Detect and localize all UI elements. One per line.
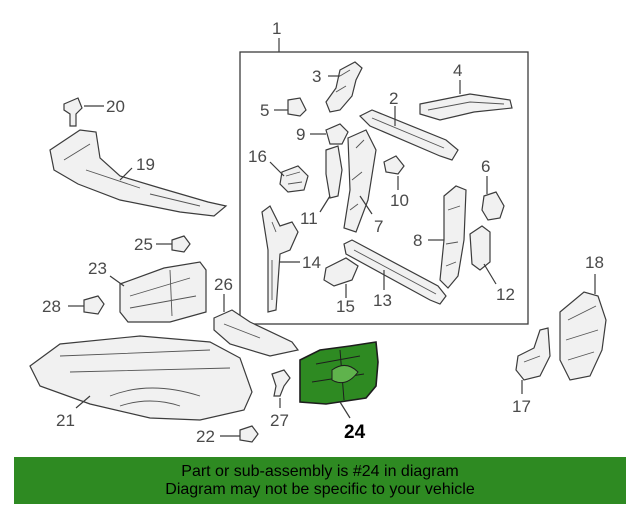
- part-20[interactable]: [63, 97, 83, 127]
- part-23[interactable]: [119, 261, 207, 323]
- part-26[interactable]: [213, 309, 300, 357]
- part-2[interactable]: [358, 109, 459, 161]
- leader-19: [119, 167, 133, 181]
- leader-16: [269, 161, 285, 177]
- callout-17[interactable]: 17: [512, 397, 531, 416]
- leader-21: [75, 395, 91, 409]
- callout-4[interactable]: 4: [453, 61, 462, 80]
- callout-11[interactable]: 11: [300, 209, 318, 228]
- leader-23: [109, 275, 125, 287]
- leader-24: [339, 401, 351, 419]
- callout-15[interactable]: 15: [336, 297, 355, 316]
- part-9[interactable]: [325, 123, 349, 145]
- callout-22[interactable]: 22: [196, 427, 215, 446]
- part-10[interactable]: [383, 155, 405, 175]
- part-5[interactable]: [287, 97, 307, 117]
- callout-16[interactable]: 16: [248, 147, 267, 166]
- part-28[interactable]: [83, 295, 105, 315]
- part-17[interactable]: [515, 327, 551, 381]
- callout-24[interactable]: 24: [344, 422, 366, 443]
- callout-28[interactable]: 28: [42, 297, 61, 316]
- parts-diagram: 1 3 4 5 2 9 16 11: [29, 19, 607, 446]
- callout-19[interactable]: 19: [136, 155, 155, 174]
- part-18[interactable]: [559, 291, 607, 381]
- leader-11: [319, 195, 331, 213]
- leader-7: [359, 195, 373, 215]
- callout-27[interactable]: 27: [270, 411, 289, 430]
- part-6[interactable]: [481, 191, 505, 221]
- callout-23[interactable]: 23: [88, 259, 107, 278]
- callout-9[interactable]: 9: [296, 125, 305, 144]
- part-8[interactable]: [439, 185, 467, 289]
- callout-3[interactable]: 3: [312, 67, 321, 86]
- part-3[interactable]: [325, 61, 363, 113]
- callout-25[interactable]: 25: [134, 235, 153, 254]
- part-7[interactable]: [343, 129, 377, 233]
- part-15[interactable]: [323, 257, 359, 287]
- callout-21[interactable]: 21: [56, 411, 75, 430]
- banner-line-1: Part or sub-assembly is #24 in diagram: [181, 462, 459, 480]
- info-banner: Part or sub-assembly is #24 in diagram D…: [14, 457, 626, 504]
- callout-26[interactable]: 26: [214, 275, 233, 294]
- assembly-1-box: [239, 51, 529, 325]
- callout-7[interactable]: 7: [374, 217, 383, 236]
- part-11[interactable]: [325, 145, 343, 199]
- part-27[interactable]: [271, 369, 291, 397]
- part-25[interactable]: [171, 235, 191, 253]
- callout-5[interactable]: 5: [260, 101, 269, 120]
- callout-1[interactable]: 1: [272, 19, 281, 38]
- callout-12[interactable]: 12: [496, 285, 515, 304]
- part-16[interactable]: [279, 165, 309, 193]
- banner-line-2: Diagram may not be specific to your vehi…: [165, 480, 475, 498]
- callout-14[interactable]: 14: [302, 253, 321, 272]
- callout-6[interactable]: 6: [481, 157, 490, 176]
- callout-8[interactable]: 8: [413, 231, 422, 250]
- part-4[interactable]: [419, 93, 513, 121]
- leader-12: [483, 263, 497, 285]
- part-24-highlighted[interactable]: [299, 341, 379, 405]
- part-13[interactable]: [343, 239, 447, 305]
- callout-10[interactable]: 10: [390, 191, 409, 210]
- callout-2[interactable]: 2: [389, 89, 398, 108]
- callout-20[interactable]: 20: [106, 97, 125, 116]
- callout-18[interactable]: 18: [585, 253, 604, 272]
- part-21[interactable]: [29, 335, 253, 421]
- part-14[interactable]: [261, 205, 299, 313]
- part-12[interactable]: [469, 225, 491, 271]
- part-22[interactable]: [239, 425, 259, 443]
- callout-13[interactable]: 13: [373, 291, 392, 310]
- part-19[interactable]: [49, 129, 228, 217]
